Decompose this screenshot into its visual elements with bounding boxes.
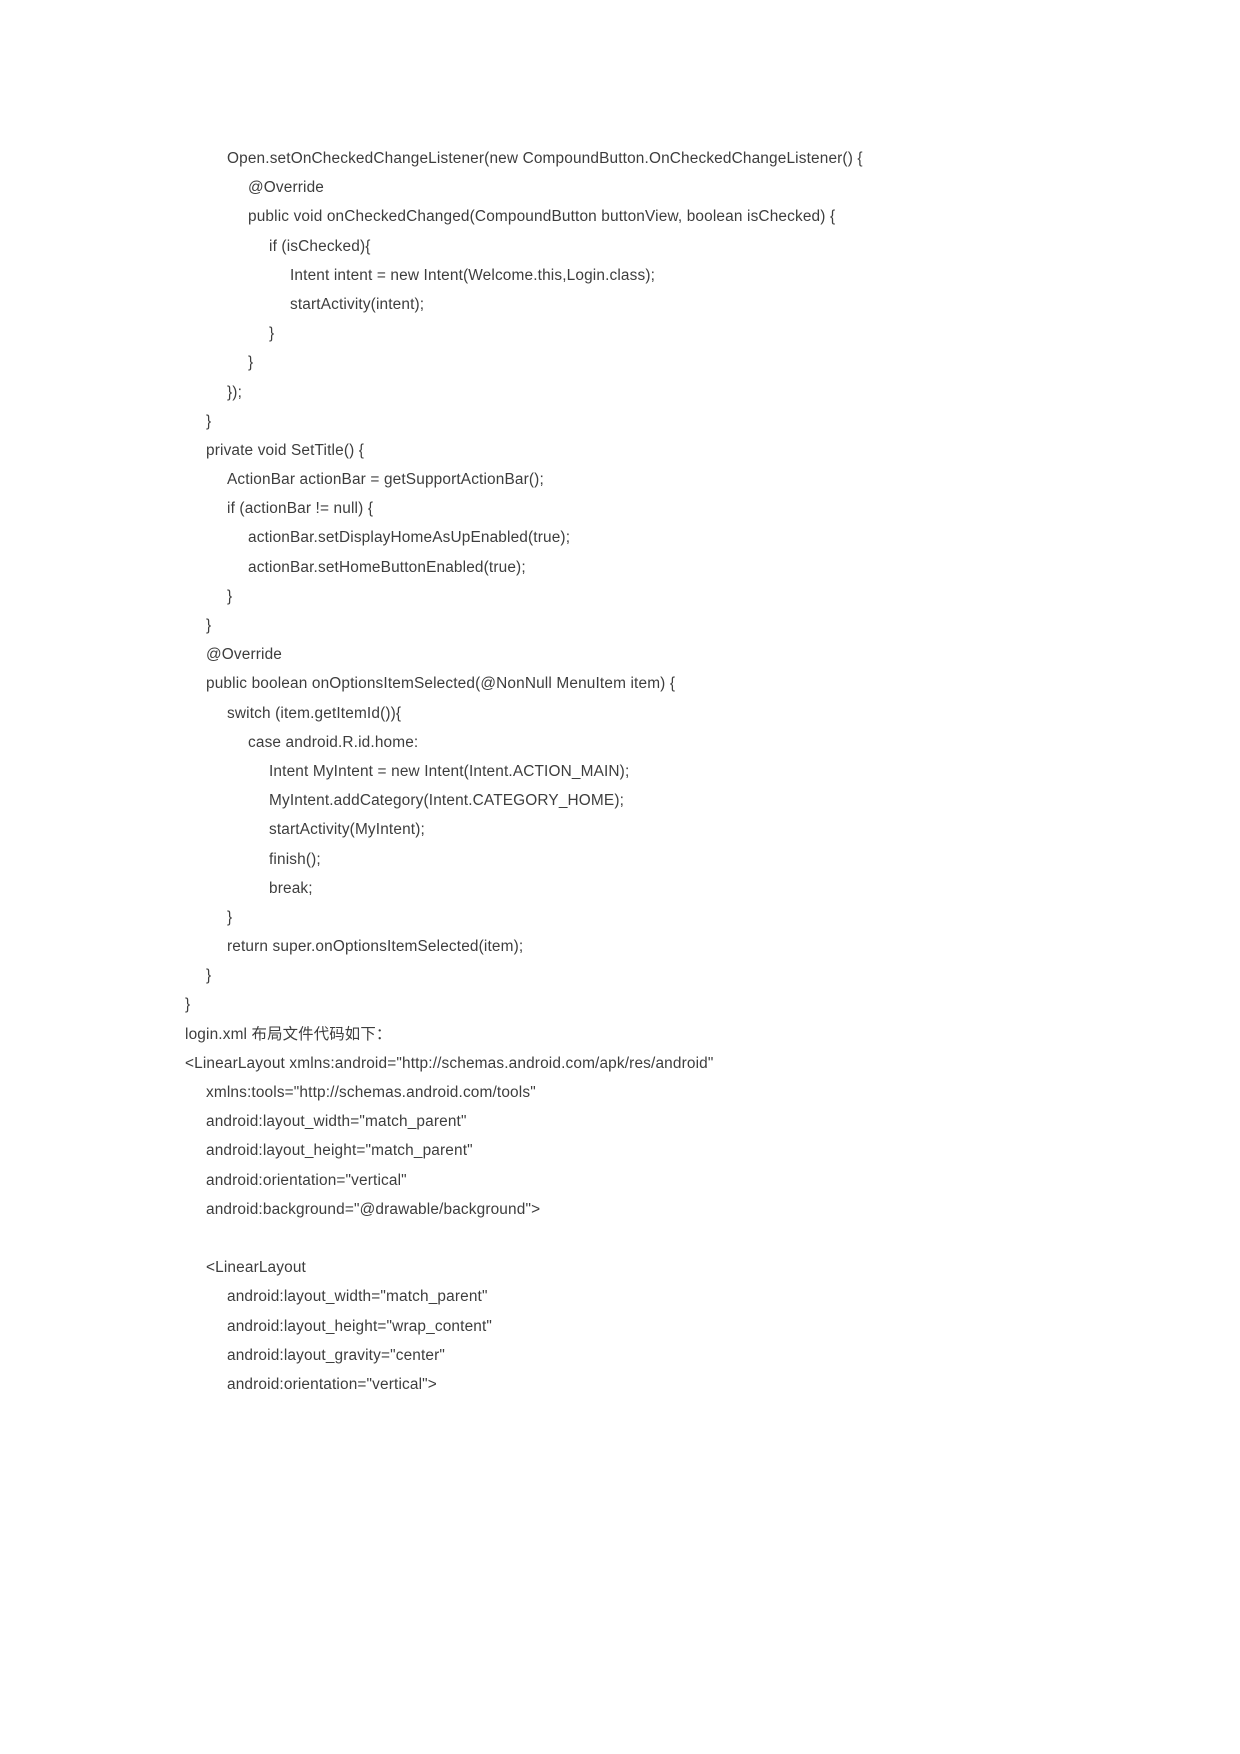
code-line: startActivity(MyIntent); bbox=[269, 821, 425, 839]
code-line: finish(); bbox=[269, 850, 321, 868]
code-line: actionBar.setHomeButtonEnabled(true); bbox=[248, 558, 526, 576]
code-line: switch (item.getItemId()){ bbox=[227, 704, 402, 722]
code-line: } bbox=[269, 325, 275, 343]
code-line: return super.onOptionsItemSelected(item)… bbox=[227, 938, 524, 956]
code-line: Intent MyIntent = new Intent(Intent.ACTI… bbox=[269, 762, 630, 780]
code-line: actionBar.setDisplayHomeAsUpEnabled(true… bbox=[248, 529, 571, 547]
code-line: login.xml 布局文件代码如下： bbox=[185, 1025, 392, 1043]
code-line: ActionBar actionBar = getSupportActionBa… bbox=[227, 471, 544, 489]
code-line: android:background="@drawable/background… bbox=[206, 1200, 541, 1218]
code-line: android:layout_height="match_parent" bbox=[206, 1142, 473, 1160]
code-line: case android.R.id.home: bbox=[248, 733, 419, 751]
code-line: break; bbox=[269, 879, 313, 897]
code-line: private void SetTitle() { bbox=[206, 441, 365, 459]
code-line: android:layout_gravity="center" bbox=[227, 1346, 446, 1364]
code-line: public boolean onOptionsItemSelected(@No… bbox=[206, 675, 676, 693]
code-line: @Override bbox=[206, 646, 283, 664]
code-line-blank bbox=[185, 1224, 1085, 1253]
code-line: if (isChecked){ bbox=[269, 237, 371, 255]
code-listing: Open.setOnCheckedChangeListener(new Comp… bbox=[185, 144, 1085, 1399]
code-line: android:orientation="vertical" bbox=[206, 1171, 407, 1189]
code-line: android:layout_width="match_parent" bbox=[227, 1288, 488, 1306]
code-line: } bbox=[227, 587, 233, 605]
code-line: xmlns:tools="http://schemas.android.com/… bbox=[206, 1084, 536, 1101]
code-line: } bbox=[185, 996, 191, 1014]
code-line: android:layout_width="match_parent" bbox=[206, 1113, 467, 1131]
code-line: if (actionBar != null) { bbox=[227, 500, 374, 518]
code-line: <LinearLayout xmlns:android="http://sche… bbox=[185, 1054, 714, 1072]
code-line: } bbox=[206, 967, 212, 985]
code-line: Open.setOnCheckedChangeListener(new Comp… bbox=[227, 150, 863, 167]
code-line: } bbox=[206, 617, 212, 634]
code-line: startActivity(intent); bbox=[290, 295, 425, 313]
code-line: } bbox=[227, 908, 233, 926]
code-line: Intent intent = new Intent(Welcome.this,… bbox=[290, 266, 656, 284]
code-line: } bbox=[248, 354, 254, 372]
code-line: @Override bbox=[248, 179, 325, 197]
code-line: public void onCheckedChanged(CompoundBut… bbox=[248, 208, 836, 226]
code-line: } bbox=[206, 412, 212, 430]
code-line: <LinearLayout bbox=[206, 1259, 306, 1277]
code-line: android:layout_height="wrap_content" bbox=[227, 1317, 493, 1335]
code-line: }); bbox=[227, 383, 243, 401]
code-line: MyIntent.addCategory(Intent.CATEGORY_HOM… bbox=[269, 792, 625, 810]
code-line: android:orientation="vertical"> bbox=[227, 1375, 437, 1393]
